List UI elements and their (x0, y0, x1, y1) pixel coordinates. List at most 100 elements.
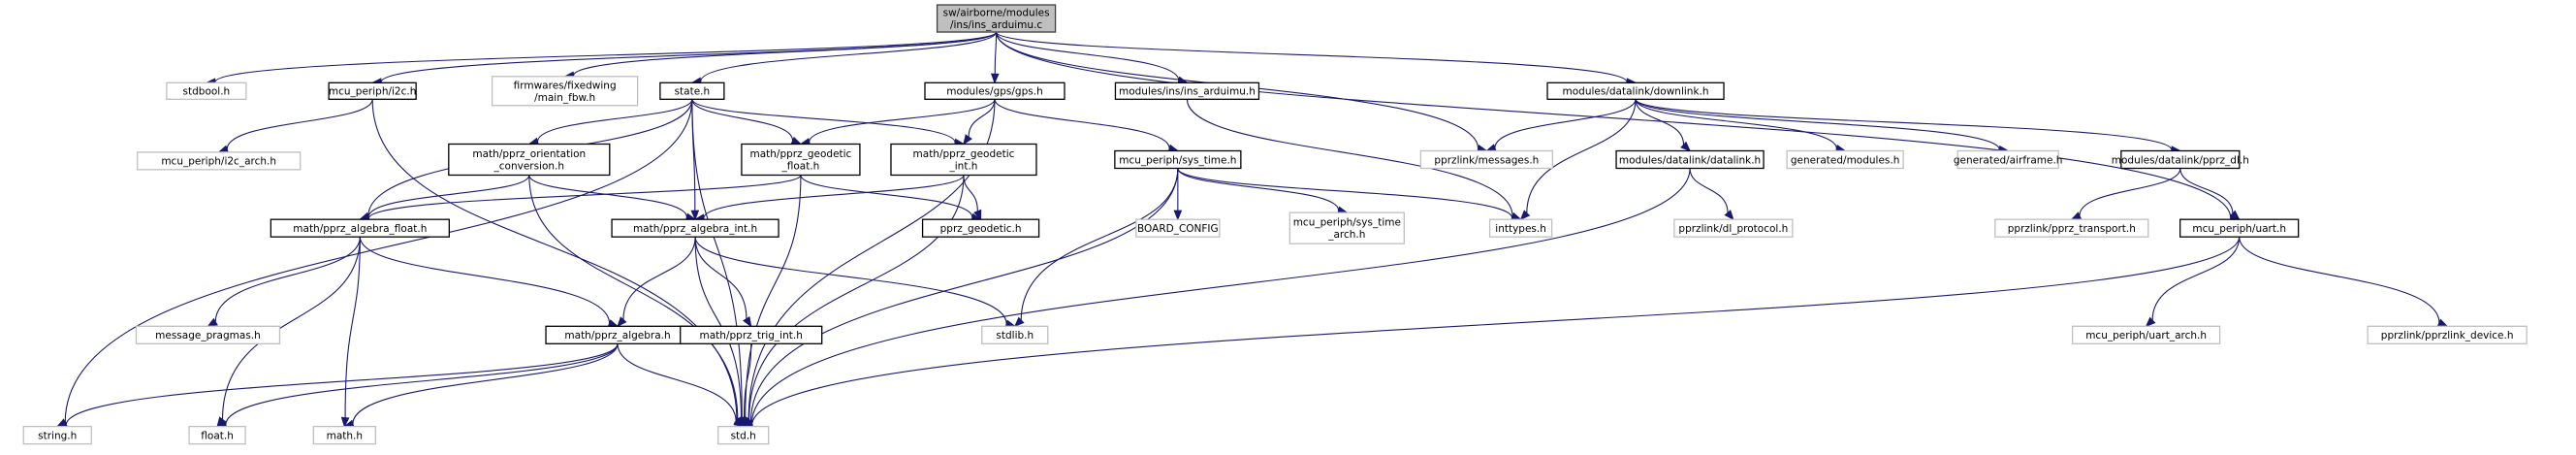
node-box (1135, 218, 1221, 238)
node-gps[interactable]: modules/gps/gps.h (924, 81, 1065, 100)
edge-line (1635, 98, 2173, 150)
node-pprz-dl[interactable]: modules/datalink/pprz_dl.h (2112, 149, 2249, 170)
edge-downlink-to-gen_modules (1635, 99, 1847, 153)
edge-line (691, 99, 956, 144)
edges-layer (55, 31, 2449, 430)
node-box (2179, 218, 2300, 238)
arrowhead-icon (1013, 316, 1025, 328)
edge-line (528, 175, 687, 218)
edge-root-to-ins_arduimu_h (996, 31, 1189, 85)
node-algebra[interactable]: math/pprz_algebra.h (545, 325, 690, 344)
node-label: pprzlink/pprzlink_device.h (2381, 330, 2514, 341)
node-ins-arduimu-h[interactable]: modules/ins/ins_arduimu.h (1114, 81, 1260, 100)
node-box (1673, 218, 1794, 238)
node-messages: pprzlink/messages.h (1419, 149, 1554, 170)
node-box (921, 218, 1040, 238)
node-label: modules/datalink/datalink.h (1619, 154, 1761, 166)
node-box (312, 425, 376, 445)
node-downlink[interactable]: modules/datalink/downlink.h (1546, 81, 1725, 100)
node-state[interactable]: state.h (659, 81, 725, 100)
node-label: pprz_geodetic.h (940, 223, 1022, 235)
arrowhead-icon (1519, 210, 1531, 221)
node-trig-int[interactable]: math/pprz_trig_int.h (680, 325, 823, 344)
edge-root-to-downlink (996, 31, 1638, 86)
edge-line (1689, 168, 1729, 213)
node-label: mcu_periph/i2c_arch.h (161, 156, 276, 168)
edge-line (221, 237, 361, 420)
node-box (137, 151, 302, 171)
node-uart[interactable]: mcu_periph/uart.h (2179, 218, 2300, 238)
edge-line (536, 99, 693, 143)
edge-alg_float-to-math (340, 237, 361, 428)
node-orient[interactable]: math/pprz_orientation_conversion.h (448, 143, 611, 177)
node-sys-time[interactable]: mcu_periph/sys_time.h (1114, 149, 1242, 170)
node-label: modules/gps/gps.h (946, 86, 1043, 98)
node-geo-float[interactable]: math/pprz_geodetic_float.h (741, 143, 861, 177)
arrowhead-icon (1173, 210, 1183, 221)
node-label: message_pragmas.h (155, 330, 261, 341)
arrowhead-icon (1724, 210, 1734, 221)
node-sys-time-arch: mcu_periph/sys_time_arch.h (1288, 211, 1405, 244)
edge-orient-to-alg_float (359, 175, 530, 221)
node-msg-pragmas: message_pragmas.h (135, 325, 281, 344)
edge-line (622, 237, 696, 320)
node-i2c[interactable]: mcu_periph/i2c.h (328, 81, 417, 100)
node-label: float.h (201, 430, 234, 441)
node-box (1114, 149, 1242, 170)
node-box (1419, 149, 1554, 170)
edge-line (1020, 168, 1179, 321)
node-gen-modules: generated/modules.h (1786, 149, 1904, 170)
node-label: modules/datalink/pprz_dl.h (2112, 154, 2249, 166)
node-uart-arch: mcu_periph/uart_arch.h (2071, 325, 2221, 344)
edge-root-to-uart (996, 32, 2242, 223)
node-box (2120, 149, 2241, 170)
edge-line (1494, 99, 1637, 148)
edge-line (809, 99, 996, 143)
node-label: sw/airborne/modules (943, 8, 1050, 19)
node-label: inttypes.h (1495, 223, 1546, 235)
node-label: pprzlink/messages.h (1434, 154, 1539, 166)
edge-line (2151, 237, 2241, 321)
node-alg-int[interactable]: math/pprz_algebra_int.h (611, 218, 779, 238)
arrowhead-icon (340, 416, 350, 428)
node-box (1615, 149, 1765, 170)
arrowhead-icon (2145, 316, 2156, 328)
node-alg-float[interactable]: math/pprz_algebra_float.h (270, 218, 450, 238)
edge-geo_int-to-alg_int (693, 175, 965, 222)
node-box (1488, 218, 1553, 238)
node-pprzlink-device: pprzlink/pprzlink_device.h (2367, 325, 2528, 344)
edge-line (996, 32, 2232, 218)
edge-line (694, 237, 1007, 324)
edge-line (1526, 99, 1637, 213)
edge-line (1186, 99, 1513, 217)
edge-line (1177, 168, 1513, 219)
edge-line (800, 175, 973, 218)
arrowhead-icon (963, 134, 972, 146)
edge-line (750, 168, 1691, 425)
node-box (448, 143, 611, 177)
node-stdbool: stdbool.h (166, 81, 247, 100)
nodes-layer: sw/airborne/modules/ins/ins_arduimu.cstd… (22, 4, 2528, 445)
edge-root-to-main_fbw (563, 31, 998, 81)
node-label: generated/modules.h (1791, 154, 1900, 166)
edge-geo_float-to-alg_float (359, 175, 802, 223)
edge-line (573, 31, 998, 77)
node-label: math/pprz_algebra.h (564, 330, 670, 341)
edge-line (1177, 168, 1340, 211)
arrowhead-icon (1680, 141, 1692, 152)
edge-line (214, 237, 361, 322)
edge-state-to-geo_float (691, 99, 803, 146)
edge-line (352, 343, 619, 425)
node-geo-int[interactable]: math/pprz_geodetic_int.h (890, 143, 1037, 177)
arrowhead-icon (733, 417, 745, 428)
edge-downlink-to-messages (1485, 99, 1637, 152)
arrowhead-icon (617, 316, 627, 328)
node-label: state.h (675, 86, 711, 98)
edge-line (344, 237, 361, 418)
node-pprz-geodetic[interactable]: pprz_geodetic.h (921, 218, 1040, 238)
node-box (2071, 325, 2221, 344)
node-label: math/pprz_geodetic (913, 148, 1015, 160)
edge-line (367, 175, 530, 218)
node-datalink[interactable]: modules/datalink/datalink.h (1615, 149, 1765, 170)
edge-downlink-to-datalink (1635, 99, 1692, 152)
